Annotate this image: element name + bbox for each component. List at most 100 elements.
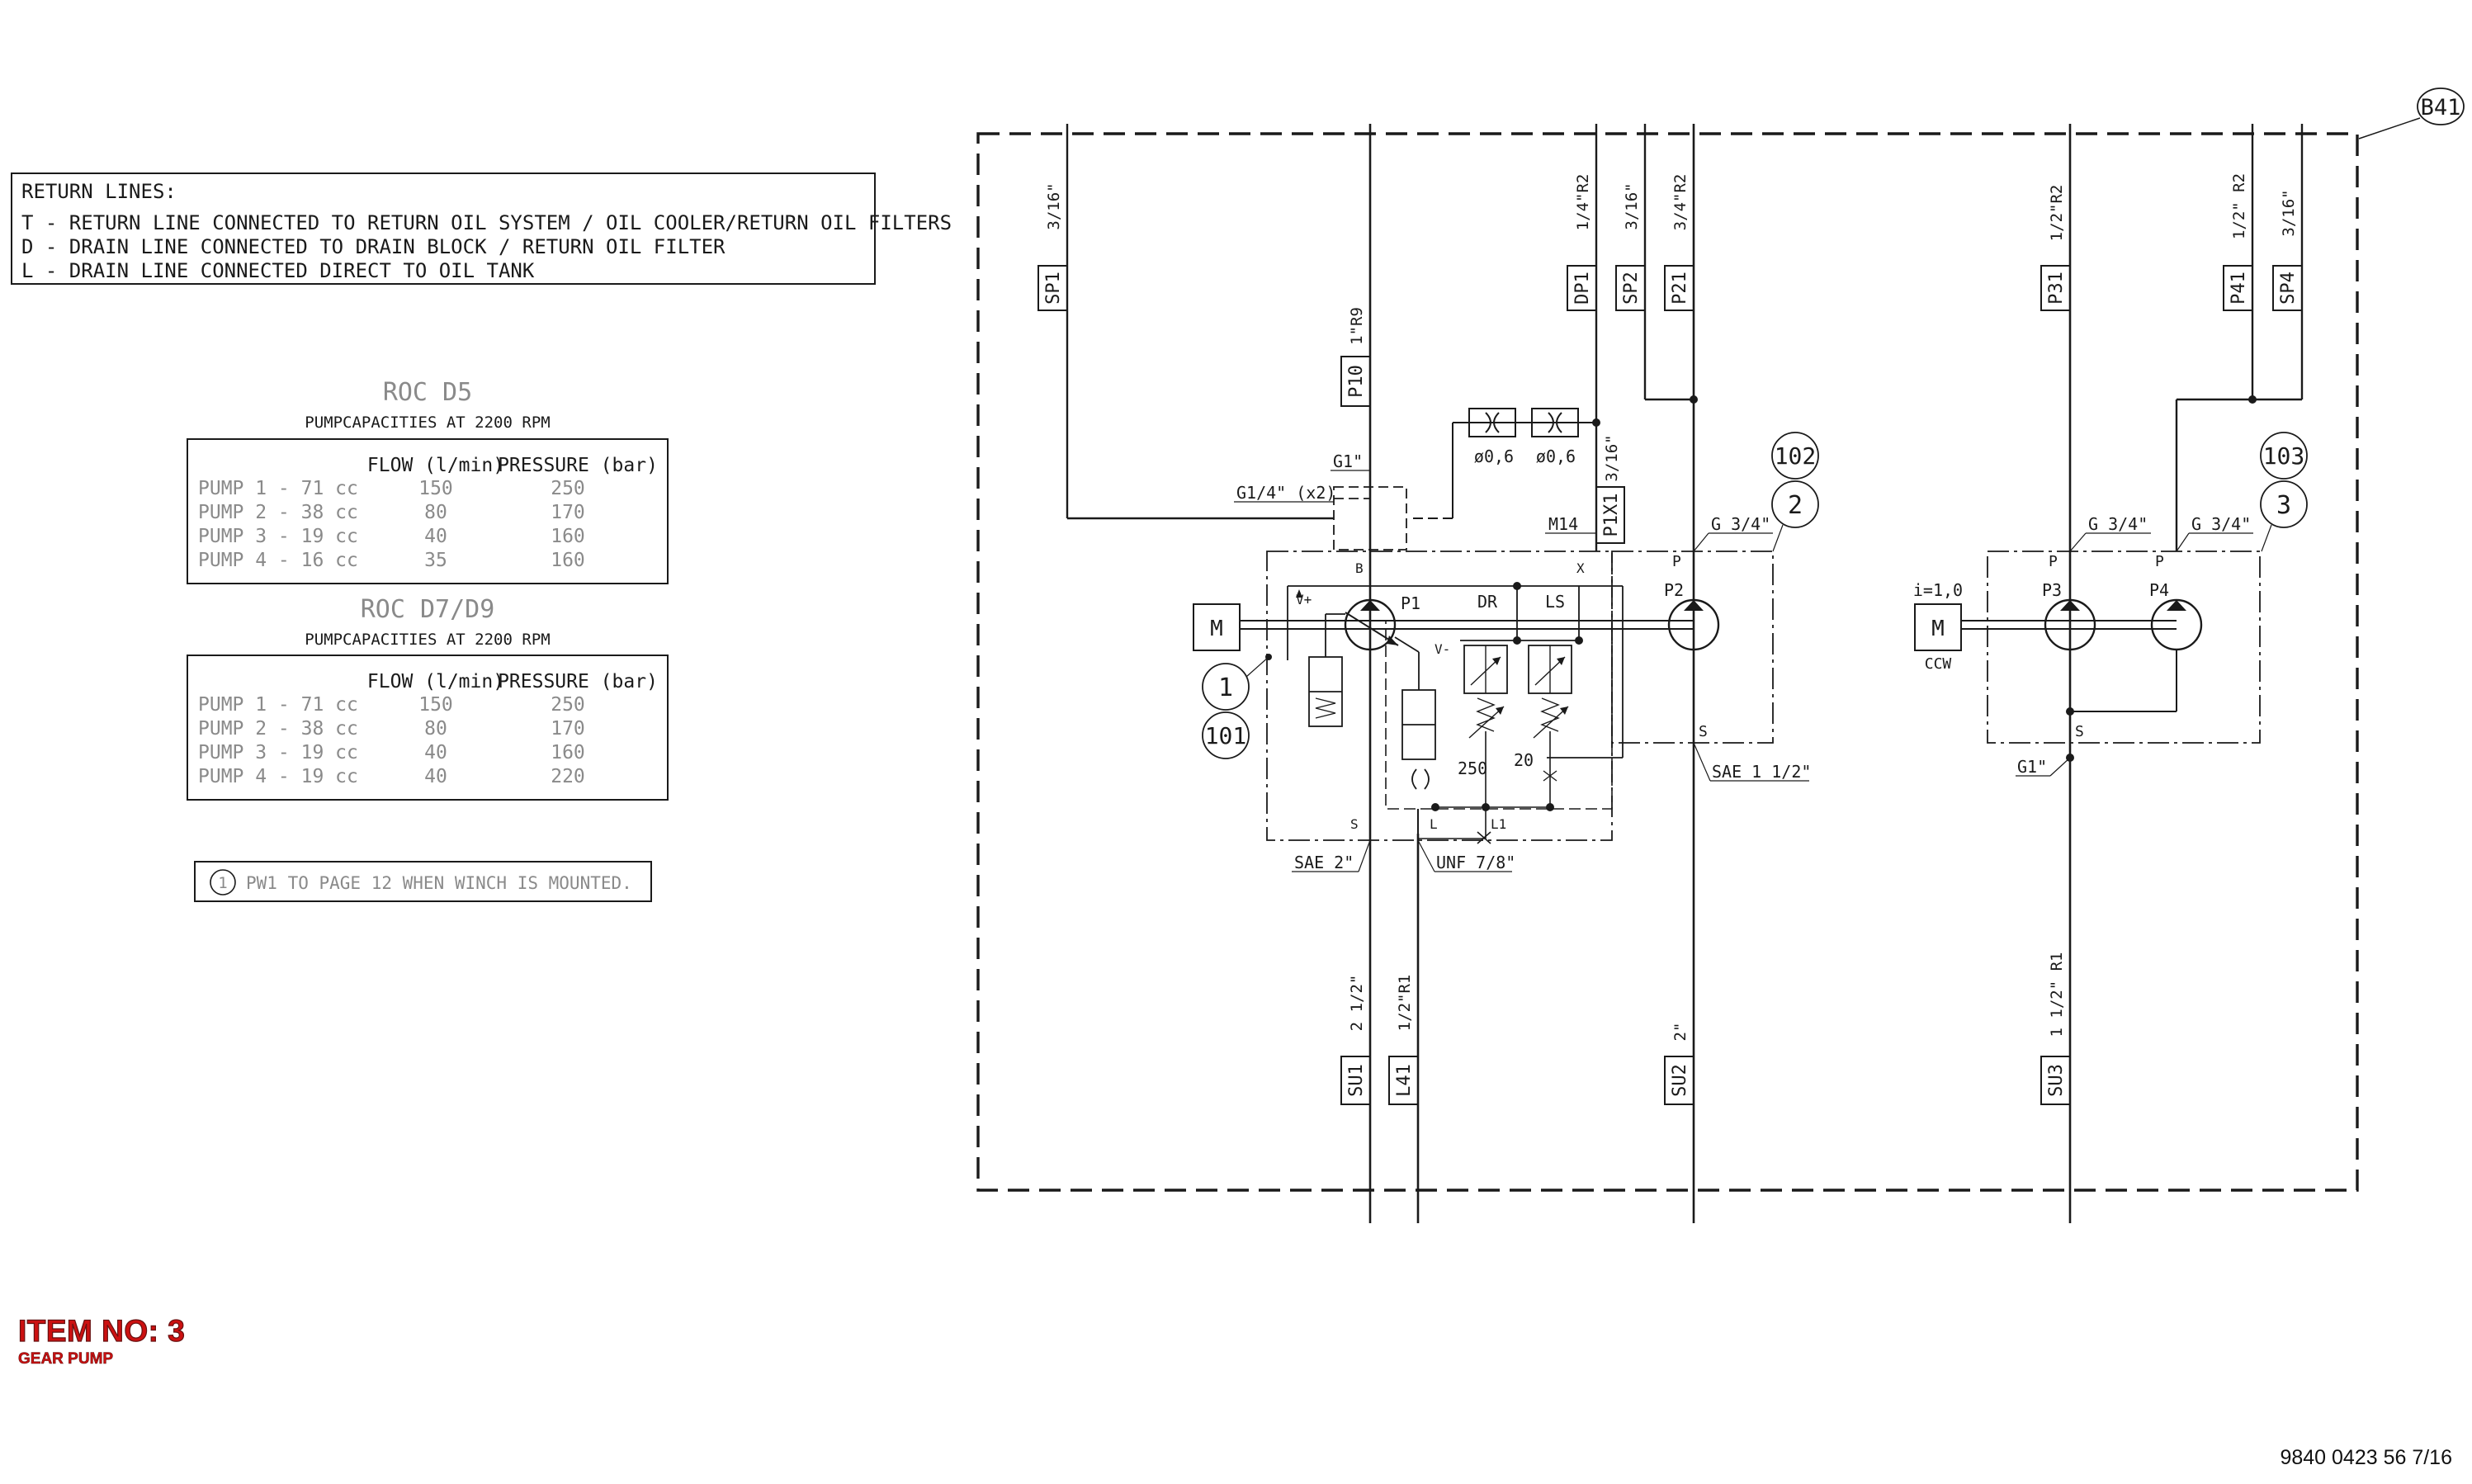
motor-2: M i=1,0 CCW <box>1913 580 1963 673</box>
pump-p2-label: P2 <box>1664 580 1684 600</box>
port-p41: P41 1/2" R2 <box>2223 173 2253 311</box>
table-d5-row-flow: 35 <box>424 550 447 571</box>
table-d7d9-row-pressure: 250 <box>551 694 585 716</box>
hydraulic-schematic: B41 SP1 3/16" P10 1"R9 DP1 1/4" <box>976 87 2465 1223</box>
table-d7d9-row-pump: PUMP 4 - 19 cc <box>198 766 358 787</box>
motor-1-label: M <box>1210 617 1223 641</box>
port-l41-size: 1/2"R1 <box>1396 975 1414 1032</box>
port-su1: SU1 2 1/2" <box>1340 975 1371 1105</box>
table-d7d9-subtitle: PUMPCAPACITIES AT 2200 RPM <box>305 631 550 649</box>
return-line-d: D - DRAIN LINE CONNECTED TO DRAIN BLOCK … <box>21 235 726 258</box>
table-d7d9-row-pump: PUMP 3 - 19 cc <box>198 742 358 763</box>
port-sp2-size: 3/16" <box>1623 182 1641 229</box>
return-line-l: L - DRAIN LINE CONNECTED DIRECT TO OIL T… <box>21 259 535 282</box>
motor-1: M <box>1193 603 1241 651</box>
port-su3: SU3 1 1/2" R1 <box>2040 952 2071 1105</box>
bubble-1-text: 1 <box>1218 673 1233 702</box>
document-number: 9840 0423 56 7/16 <box>2280 1446 2452 1469</box>
item-bubble-102: 102 <box>1771 432 1819 480</box>
port-p31-size: 1/2"R2 <box>2048 185 2066 242</box>
port-su3-size: 1 1/2" R1 <box>2048 952 2066 1037</box>
servo-cylinder-vminus: V- <box>1394 636 1450 790</box>
orifice-2: ø0,6 <box>1531 408 1579 466</box>
port-sp4-label: SP4 <box>2278 272 2299 305</box>
frame-tag-b41: B41 <box>2421 95 2461 121</box>
orifice-1-label: ø0,6 <box>1474 447 1514 466</box>
item-bubble-3: 3 <box>2260 480 2308 552</box>
table-d7d9-row-flow: 80 <box>424 718 447 740</box>
label-g1-b: G1" <box>2017 757 2047 777</box>
port-p21-size: 3/4"R2 <box>1671 174 1690 231</box>
table-d7d9-row-flow: 40 <box>424 766 447 787</box>
motor-2-label: M <box>1931 617 1945 641</box>
port-p41-size: 1/2" R2 <box>2230 173 2248 239</box>
gear-ratio: i=1,0 <box>1913 580 1963 600</box>
port-p10-size: 1"R9 <box>1348 307 1366 345</box>
dr-label: DR <box>1477 592 1498 612</box>
port-sp2: SP2 3/16" <box>1615 182 1646 311</box>
table-d7d9-row-pump: PUMP 1 - 71 cc <box>198 694 358 716</box>
table-d5-row-flow: 80 <box>424 502 447 523</box>
port-su1-size: 2 1/2" <box>1348 975 1366 1032</box>
rotation-ccw: CCW <box>1925 655 1952 673</box>
component-frame <box>976 132 2359 1192</box>
table-d7d9-row-pump: PUMP 2 - 38 cc <box>198 718 358 740</box>
dr-setting: 250 <box>1458 759 1487 778</box>
table-d7d9-row-pressure: 160 <box>551 742 585 763</box>
port-p4-label: P <box>2155 553 2164 570</box>
pump-capacity-table-d5: ROC D5 PUMPCAPACITIES AT 2200 RPM FLOW (… <box>187 378 669 584</box>
label-g34-b: G 3/4" <box>2088 514 2148 534</box>
port-p41-label: P41 <box>2229 272 2249 305</box>
label-g1: G1" <box>1333 451 1363 471</box>
label-g34-c: G 3/4" <box>2191 514 2251 534</box>
table-d5-row-flow: 40 <box>424 526 447 547</box>
label-unf: UNF 7/8" <box>1436 853 1515 872</box>
pump-capacity-table-d7d9: ROC D7/D9 PUMPCAPACITIES AT 2200 RPM FLO… <box>187 595 669 801</box>
port-p31: P31 1/2"R2 <box>2040 185 2071 311</box>
table-d7d9-row-pressure: 170 <box>551 718 585 740</box>
pump-p4-label: P4 <box>2149 580 2169 600</box>
table-d5-row-pressure: 170 <box>551 502 585 523</box>
vminus-label: V- <box>1435 641 1450 657</box>
port-dp1-label: DP1 <box>1572 272 1593 305</box>
port-p21-label: P21 <box>1670 272 1690 305</box>
table-d5-row-pump: PUMP 2 - 38 cc <box>198 502 358 523</box>
port-sp1: SP1 3/16" <box>1037 182 1068 311</box>
return-lines-legend: RETURN LINES: T - RETURN LINE CONNECTED … <box>11 173 952 285</box>
port-x-label: X <box>1576 560 1585 576</box>
servo-cylinder-vplus: V+ <box>1296 589 1345 727</box>
table-d7d9-row-flow: 40 <box>424 742 447 763</box>
valve-dr: 250 <box>1458 645 1508 778</box>
table-d5-row-pressure: 160 <box>551 526 585 547</box>
port-su3-label: SU3 <box>2046 1064 2067 1097</box>
table-d7d9-col-pressure: PRESSURE (bar) <box>498 671 658 692</box>
label-sae2: SAE 2" <box>1294 853 1354 872</box>
port-p10: P10 1"R9 <box>1340 307 1371 407</box>
item-description: GEAR PUMP <box>18 1350 114 1368</box>
port-s2-label: S <box>1699 723 1708 740</box>
port-su2-size: 2" <box>1671 1023 1690 1042</box>
port-p10-label: P10 <box>1346 365 1367 398</box>
port-sp2-label: SP2 <box>1621 272 1642 305</box>
item-number: ITEM NO: 3 <box>17 1313 186 1348</box>
table-d7d9-col-flow: FLOW (l/min) <box>367 671 504 692</box>
port-sp4-size: 3/16" <box>2280 189 2298 236</box>
table-d5-col-pressure: PRESSURE (bar) <box>498 455 658 476</box>
pump-p1: P1 <box>1344 593 1420 651</box>
pump-p4: P4 <box>2149 580 2203 651</box>
port-s3-label: S <box>2075 723 2084 740</box>
bubble-3-text: 3 <box>2276 491 2291 520</box>
port-p2-label: P <box>1672 553 1681 570</box>
note-number: 1 <box>218 874 227 892</box>
port-sp1-label: SP1 <box>1043 272 1064 305</box>
winch-note: 1 PW1 TO PAGE 12 WHEN WINCH IS MOUNTED. <box>194 861 652 902</box>
port-p3-label: P <box>2049 553 2058 570</box>
port-l1-label: L1 <box>1491 816 1506 832</box>
port-p1x1-size: 3/16" <box>1603 434 1621 481</box>
label-m14: M14 <box>1548 514 1578 534</box>
item-bubble-103: 103 <box>2260 432 2308 480</box>
bubble-101-text: 101 <box>1205 722 1247 749</box>
table-d7d9-row-pressure: 220 <box>551 766 585 787</box>
table-d5-title: ROC D5 <box>383 378 472 407</box>
